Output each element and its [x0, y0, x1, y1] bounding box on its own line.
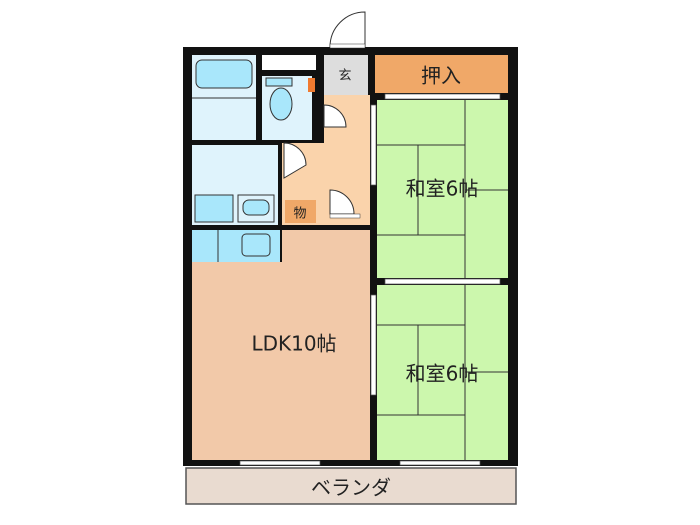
sink: [241, 233, 271, 257]
washitsu-1: [377, 100, 508, 278]
veranda: [185, 467, 517, 505]
genkan-label: 玄: [338, 68, 352, 84]
entrance-door: [329, 11, 366, 48]
storage-label: 物: [293, 206, 307, 222]
washitsu-2-label: 和室6帖: [405, 361, 479, 386]
ldk-label: LDK10帖: [251, 331, 337, 356]
storage: [285, 200, 316, 223]
oshiire-label: 押入: [421, 63, 461, 88]
ldk: [282, 230, 370, 262]
toilet-top-shelf: [262, 55, 316, 70]
toilet: [269, 87, 293, 121]
washing-machine-pan: [194, 194, 234, 223]
veranda-label: ベランダ: [311, 475, 391, 500]
washitsu-1-label: 和室6帖: [405, 176, 479, 201]
oshiire: [375, 55, 508, 93]
bathtub: [195, 59, 253, 89]
genkan: [324, 55, 368, 95]
